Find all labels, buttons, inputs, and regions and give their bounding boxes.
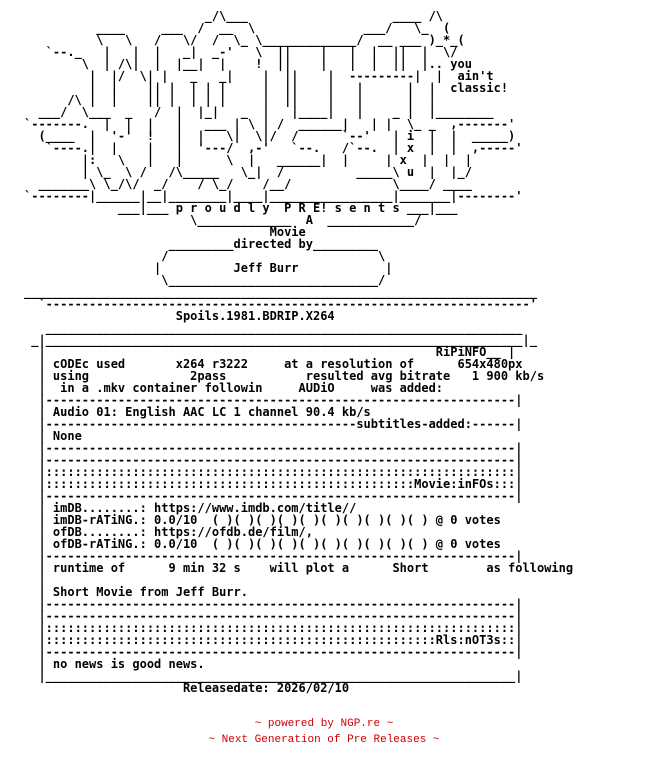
nfo-line: |---------------------------------------… [24, 489, 523, 503]
nfo-line: _________directed by_________ [24, 237, 379, 251]
nfo-line: | runtime of 9 min 32 s will plot a Shor… [24, 561, 574, 575]
nfo-line: |---------------------------------------… [24, 609, 523, 623]
nfo-line: | imDB-rATiNG.: 0.0/10 ( )( )( )( )( )( … [24, 513, 501, 527]
nfo-line: /\ | | || | | | | | || | | | | [24, 93, 436, 107]
nfo-line: | using 2pass resulted avg bitrate 1 900… [24, 369, 545, 383]
footer: ~ powered by NGP.re ~ ~ Next Generation … [0, 716, 648, 748]
nfo-line: |---------------------------------------… [24, 441, 523, 455]
nfo-line: |---------------------------------------… [24, 393, 523, 407]
nfo-line: | | || | | | | | || | | | | classic! [24, 81, 509, 95]
nfo-line: |:::::::::::::::::::::::::::::::::::::::… [24, 477, 523, 491]
nfo-line: | None [24, 429, 82, 443]
nfo-line: |:::::::::::::::::::::::::::::::::::::::… [24, 633, 523, 647]
nfo-line: | imDB........: https://www.imdb.com/tit… [24, 501, 357, 515]
nfo-line: `---------------------------------------… [24, 297, 537, 311]
nfo-line: | RiPiNFO__ | [24, 345, 516, 359]
nfo-line: ____ ___ / __ \ ___/ \_ ( [24, 21, 451, 35]
nfo-line: \ | /\| | |__| | ! || | | | || |.. you [24, 57, 472, 71]
nfo-line: \_____________ A ____________/ [24, 213, 422, 227]
nfo-line: `--._ | | | _| _-' \ || | | | || | \/ [24, 45, 458, 59]
nfo-line: `-------. | | | | ___ | \ | / ______| | … [24, 117, 516, 131]
nfo-line: _/\___ ____ /\ [24, 9, 444, 23]
nfo-line: |---------------------------------------… [24, 549, 523, 563]
nfo-line: ___|___ p r o u d l y P R E! s e n t s _… [24, 201, 458, 215]
nfo-line: | ofDB........: https://ofdb.de/film/, [24, 525, 313, 539]
nfo-line: \ \ / \/ / \_ \_____________/ __ ___ )_*… [24, 33, 465, 47]
nfo-line: |_______________________________________… [24, 669, 523, 683]
nfo-line: |: \ | | \ | ______| | | x | | | [24, 153, 472, 167]
nfo-line: (____ | '-' ! | | \| \|/ / `--' | i | | … [24, 129, 516, 143]
nfo-line: |---------------------------------------… [24, 597, 523, 611]
nfo-line: |:::::::::::::::::::::::::::::::::::::::… [24, 621, 523, 635]
nfo-line: _|______________________________________… [24, 333, 537, 347]
nfo-line: | |/ \| | _ _| | || | ---------| | ain't [24, 69, 494, 83]
nfo-line: | Short Movie from Jeff Burr. [24, 585, 248, 599]
nfo-line: | cODEc used x264 r3222 at a resolution … [24, 357, 523, 371]
nfo-line: ________________________________________… [24, 321, 523, 335]
nfo-line: |---------------------------------------… [24, 645, 523, 659]
nfo-ascii-art: _/\___ ____ /\ ____ ___ / __ \ ___/ \_ (… [24, 10, 573, 694]
nfo-line: |:::::::::::::::::::::::::::::::::::::::… [24, 465, 523, 479]
tagline-text: ~ Next Generation of Pre Releases ~ [208, 734, 440, 746]
nfo-line: | in a .mkv container followin AUDiO was… [24, 381, 444, 395]
nfo-line: | Jeff Burr | [24, 261, 393, 275]
powered-by-text: ~ powered by NGP.re ~ [254, 718, 394, 730]
nfo-line: | Audio 01: English AAC LC 1 channel 90.… [24, 405, 371, 419]
nfo-line: Movie [24, 225, 306, 239]
nfo-line: |---------------------------------------… [24, 417, 523, 431]
nfo-line: Spoils.1981.BDRIP.X264 [24, 309, 335, 323]
nfo-line: | [24, 573, 46, 587]
nfo-line: | ofDB-rATiNG.: 0.0/10 ( )( )( )( )( )( … [24, 537, 501, 551]
nfo-line: ___/ \___ _ / | |_| _ | |____| | _ | |__… [24, 105, 494, 119]
nfo-line: `----.| | | | '---/ ,-' `--. /`--. | x |… [24, 141, 523, 155]
nfo-line: | no news is good news. [24, 657, 205, 671]
nfo-line: Releasedate: 2026/02/10 [24, 681, 350, 695]
nfo-line: \_____________________________/ [24, 273, 386, 287]
nfo-line: ________________________________________… [24, 285, 537, 299]
nfo-line: / \ [24, 249, 386, 263]
nfo-line: | \_ \ / /\_____ \_| / _____\ u | |_/ [24, 165, 472, 179]
nfo-line: _______\ \_/\/ _/ / \_/ /__/ \____/ ____ [24, 177, 472, 191]
nfo-line: |---------------------------------------… [24, 453, 523, 467]
nfo-line: `--------|______|__|________|____|______… [24, 189, 523, 203]
